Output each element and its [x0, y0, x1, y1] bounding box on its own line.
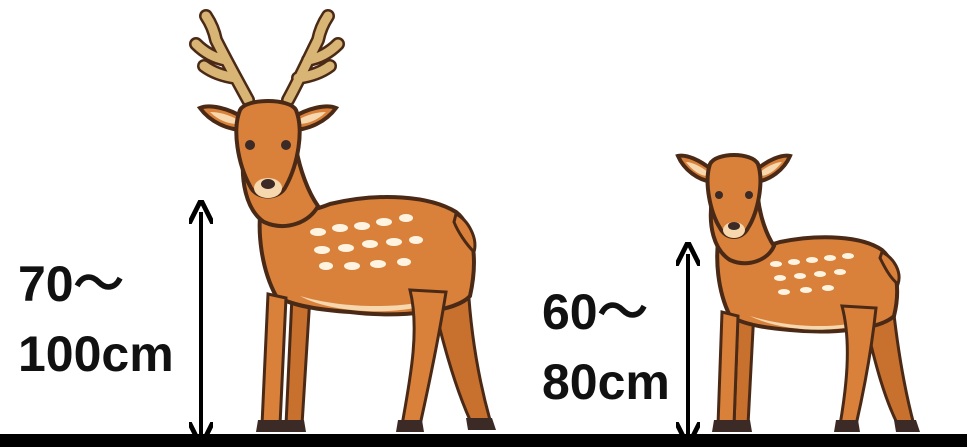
stag-illustration — [196, 16, 496, 432]
stag-height-label-line1: 70～ — [18, 254, 124, 314]
doe-eye-left — [715, 191, 723, 199]
doe-height-label-line1: 60～ — [542, 282, 648, 342]
stag-nose — [261, 179, 275, 189]
stag-eye-right — [281, 140, 291, 150]
doe-eye-right — [745, 191, 753, 199]
stag-front-leg-near — [262, 294, 286, 425]
doe-height-label-line2: 80cm — [542, 352, 670, 412]
doe-hooves — [712, 420, 920, 432]
doe-illustration — [678, 155, 920, 432]
stag-antlers — [196, 16, 338, 100]
stag-height-label-line2: 100cm — [18, 324, 174, 384]
doe-back-leg-near — [840, 306, 876, 425]
stag-front-leg-far — [286, 296, 310, 425]
doe-nose — [728, 222, 740, 230]
stag-eye-left — [245, 140, 255, 150]
stag-hooves — [256, 418, 496, 432]
ground-line — [0, 434, 967, 447]
doe-front-leg-near — [718, 312, 738, 425]
